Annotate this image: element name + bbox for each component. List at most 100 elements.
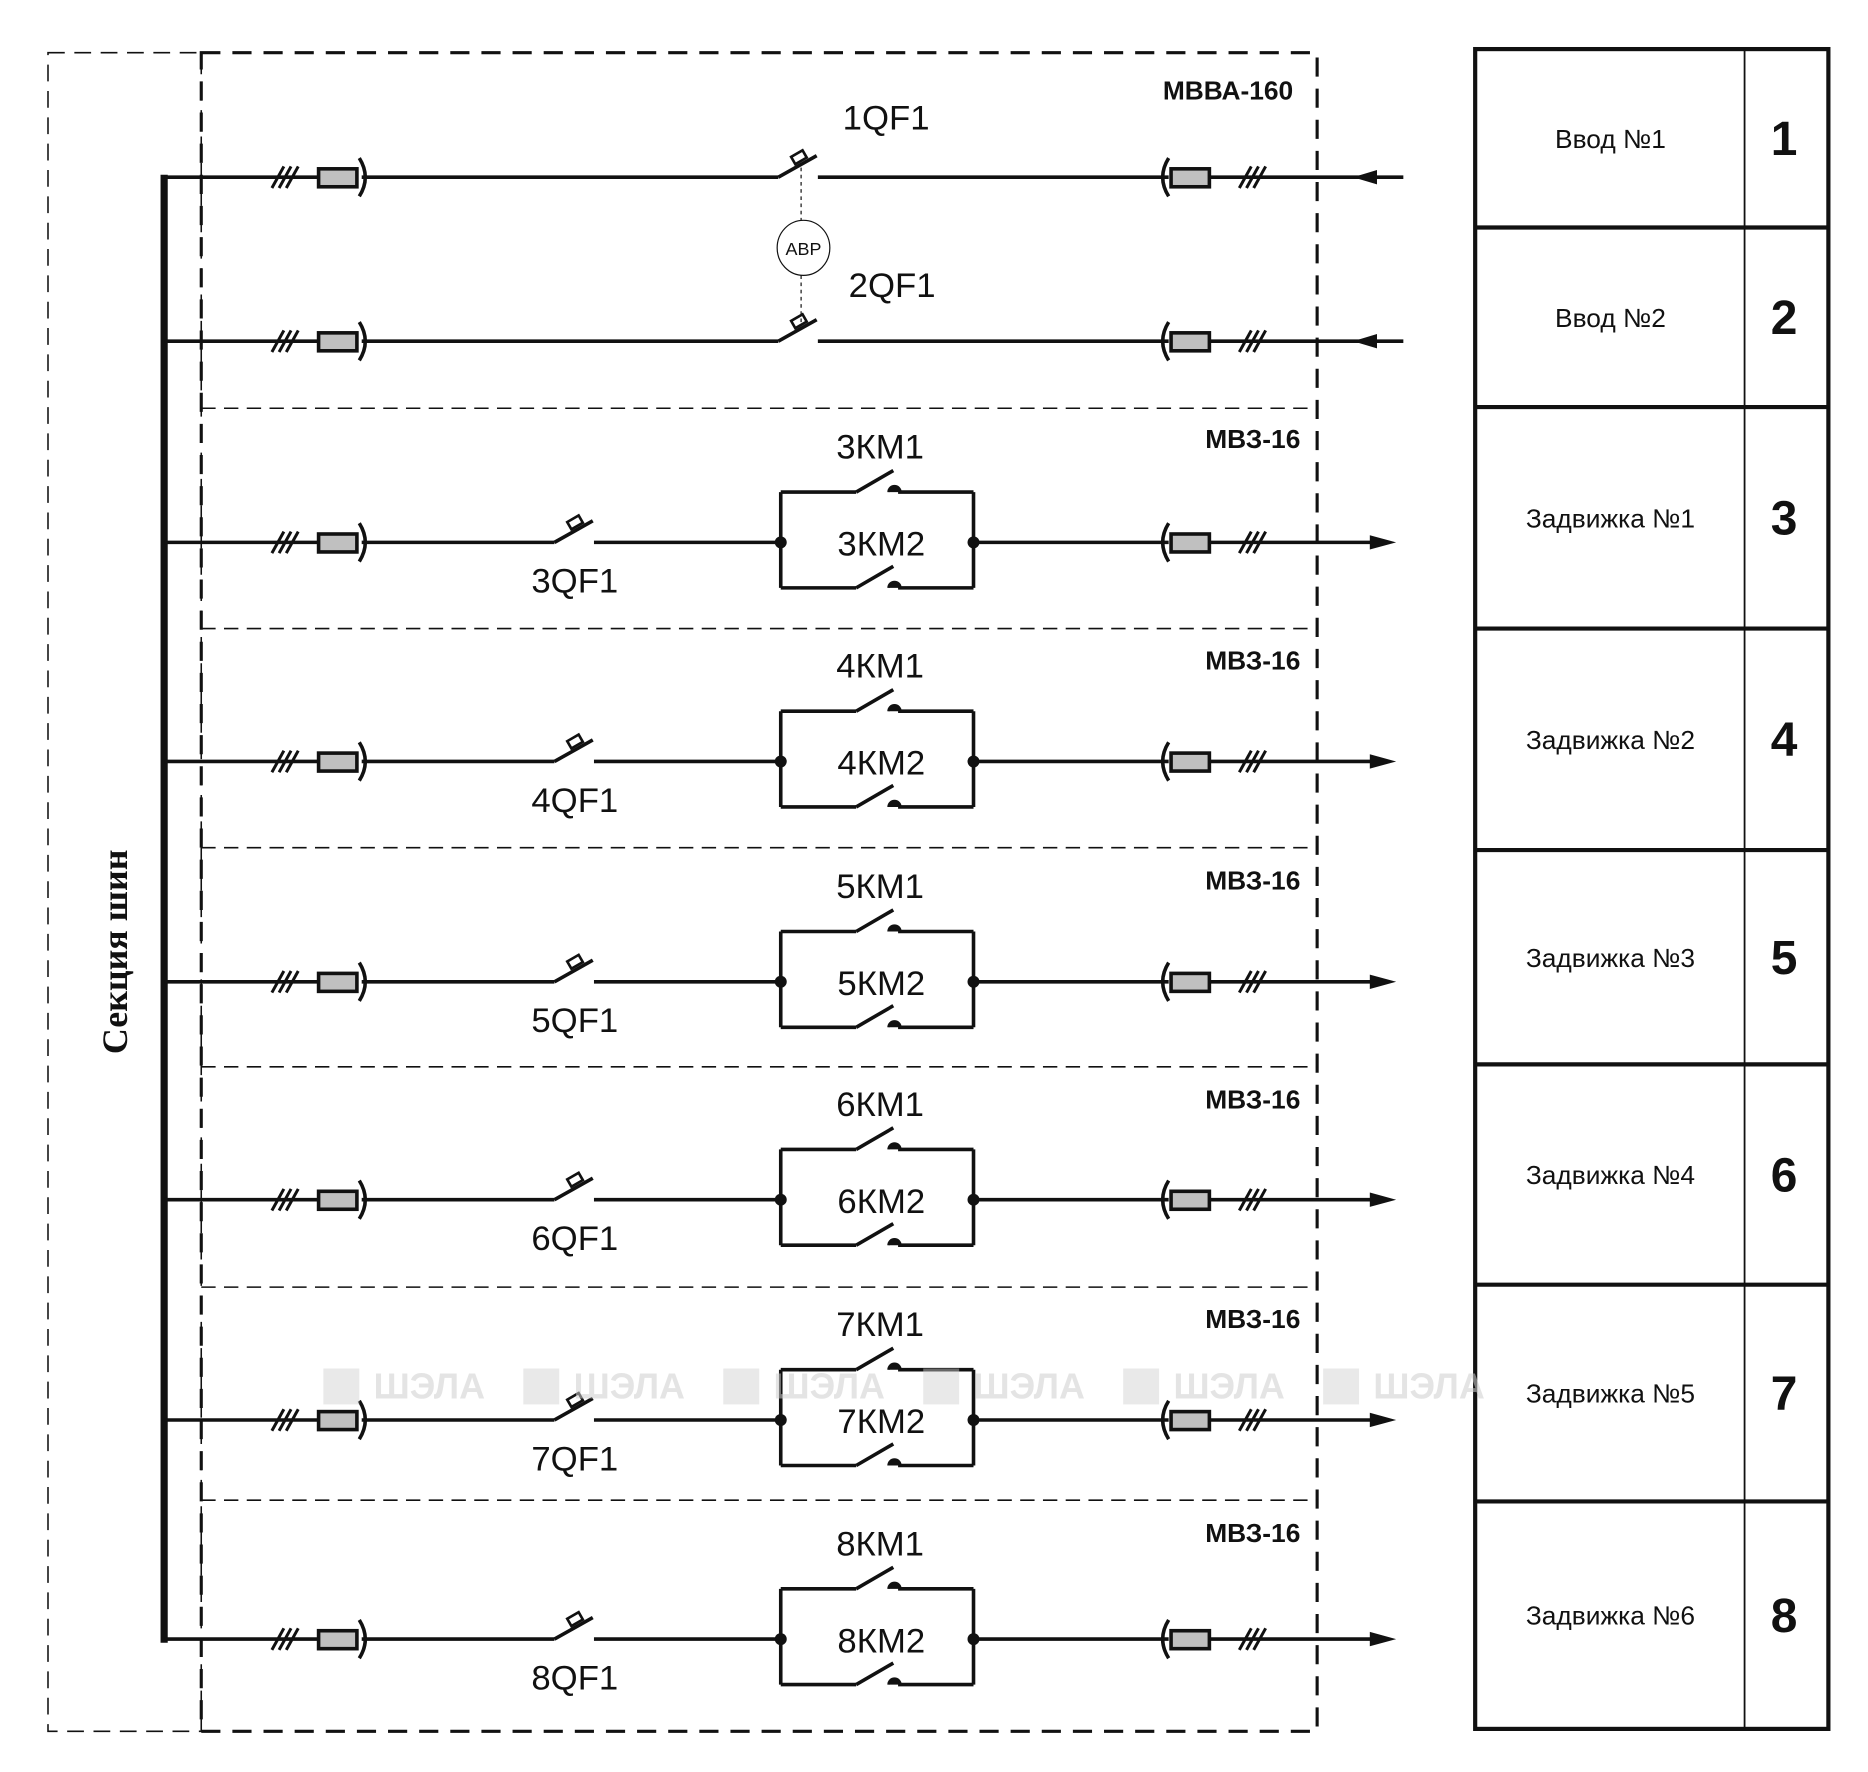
consumer-name: Задвижка №4 [1526, 1160, 1695, 1190]
contactor-contact-icon [855, 1346, 895, 1372]
contactor-km2-label: 4КМ2 [837, 745, 925, 783]
breaker-contact-icon [553, 738, 594, 764]
contact-point-icon [887, 484, 902, 493]
junction-dot-icon [774, 1414, 787, 1426]
incoming-arrow-icon [1353, 170, 1377, 185]
contactor-km2-label: 3КМ2 [837, 526, 925, 564]
contactor-km2-label: 8КМ2 [837, 1622, 925, 1660]
plug-connector-icon [316, 532, 359, 554]
breaker-latch-icon [565, 1610, 585, 1628]
breaker-contact-icon [553, 519, 594, 544]
feeder-row-8: МВЗ-16 8QF1 8КМ1 8КМ2 [164, 1518, 1397, 1697]
busbar-section-frame [47, 51, 203, 1733]
watermark-logo [323, 1368, 360, 1405]
breaker-contact-icon [777, 154, 818, 179]
breaker-label: 7QF1 [531, 1440, 618, 1478]
junction-dot-icon [774, 975, 787, 988]
plug-connector-icon [316, 331, 359, 353]
plug-connector-icon [316, 1189, 359, 1212]
avr-label: АВР [786, 239, 822, 259]
contactor-contact-icon [855, 1126, 895, 1151]
breaker-label: 6QF1 [531, 1220, 618, 1258]
plug-connector-icon [316, 167, 359, 189]
breaker-contact-icon [553, 1615, 594, 1641]
module-label: МВЗ-16 [1205, 645, 1300, 675]
watermark-logo [1323, 1368, 1360, 1405]
feeder-row-2: 2QF1 [164, 267, 1404, 362]
plug-connector-icon [1169, 971, 1212, 994]
breaker-label: 2QF1 [849, 267, 936, 305]
watermark-logo [723, 1368, 760, 1405]
breaker-label: 3QF1 [531, 563, 618, 601]
plug-connector-icon [1169, 1189, 1212, 1212]
plug-connector-icon [1169, 1628, 1212, 1651]
plug-connector-icon [1169, 331, 1212, 353]
avr-circle-icon [776, 219, 831, 276]
contactor-contact-icon [855, 783, 895, 809]
contactor-km2-label: 5КМ2 [837, 965, 925, 1003]
contactor-km1-label: 6КМ1 [836, 1086, 924, 1124]
contactor-contact-icon [855, 564, 895, 590]
junction-dot-icon [774, 755, 787, 768]
watermark-text: ШЭЛА [574, 1365, 685, 1406]
contactor-km1-label: 8КМ1 [836, 1525, 924, 1563]
breaker-contact-icon [553, 1176, 594, 1202]
outgoing-arrow-icon [1369, 1631, 1397, 1647]
watermark-text: ШЭЛА [1373, 1365, 1484, 1406]
plug-connector-icon [316, 971, 359, 994]
consumer-name: Задвижка №3 [1526, 943, 1695, 973]
contactor-contact-icon [855, 1565, 895, 1591]
breaker-latch-icon [565, 953, 585, 971]
contactor-contact-icon [855, 468, 895, 494]
watermark-text: ШЭЛА [1173, 1365, 1284, 1406]
plug-connector-icon [1169, 532, 1212, 554]
contact-point-icon [887, 1238, 902, 1246]
consumer-number: 3 [1771, 493, 1798, 546]
outgoing-arrow-icon [1369, 1192, 1397, 1207]
watermark-text: ШЭЛА [974, 1365, 1085, 1406]
contact-point-icon [887, 1362, 902, 1370]
module-label: МВЗ-16 [1205, 424, 1300, 454]
breaker-label: 4QF1 [531, 782, 618, 820]
breaker-label: 8QF1 [531, 1659, 618, 1697]
plug-connector-icon [316, 1409, 359, 1432]
watermark-logo [523, 1368, 560, 1405]
contactor-contact-icon [855, 1004, 895, 1029]
breaker-latch-icon [565, 1391, 585, 1409]
contact-point-icon [887, 580, 902, 589]
breaker-latch-icon [565, 1170, 585, 1189]
junction-dot-icon [774, 1193, 787, 1206]
contactor-contact-icon [855, 1442, 895, 1468]
outgoing-arrow-icon [1369, 974, 1397, 989]
consumer-name: Задвижка №1 [1526, 503, 1695, 533]
incoming-arrow-icon [1353, 334, 1377, 349]
breaker-contact-icon [553, 1396, 594, 1422]
breaker-latch-icon [565, 732, 585, 751]
consumer-number: 7 [1771, 1368, 1798, 1421]
contactor-km2-label: 7КМ2 [837, 1403, 925, 1441]
contact-point-icon [887, 1581, 902, 1589]
contactor-km2-label: 6КМ2 [837, 1183, 925, 1221]
module-label: МВЗ-16 [1205, 1518, 1300, 1548]
busbar-label: Секция шин [95, 850, 135, 1054]
junction-dot-icon [774, 1633, 787, 1646]
module-label: МВЗ-16 [1205, 1085, 1300, 1115]
consumer-number: 5 [1771, 932, 1798, 985]
plug-connector-icon [1169, 1409, 1212, 1432]
breaker-latch-icon [789, 312, 809, 330]
breaker-latch-icon [789, 148, 809, 166]
contact-point-icon [887, 1677, 902, 1685]
consumer-table [1473, 46, 1831, 1731]
contact-point-icon [887, 1458, 902, 1466]
watermark-logo [1123, 1368, 1160, 1405]
consumer-name: Задвижка №5 [1526, 1379, 1695, 1409]
contact-point-icon [887, 704, 902, 712]
watermark-logo [923, 1368, 960, 1405]
contactor-contact-icon [855, 908, 895, 934]
module-label: МВВА-160 [1163, 75, 1293, 105]
